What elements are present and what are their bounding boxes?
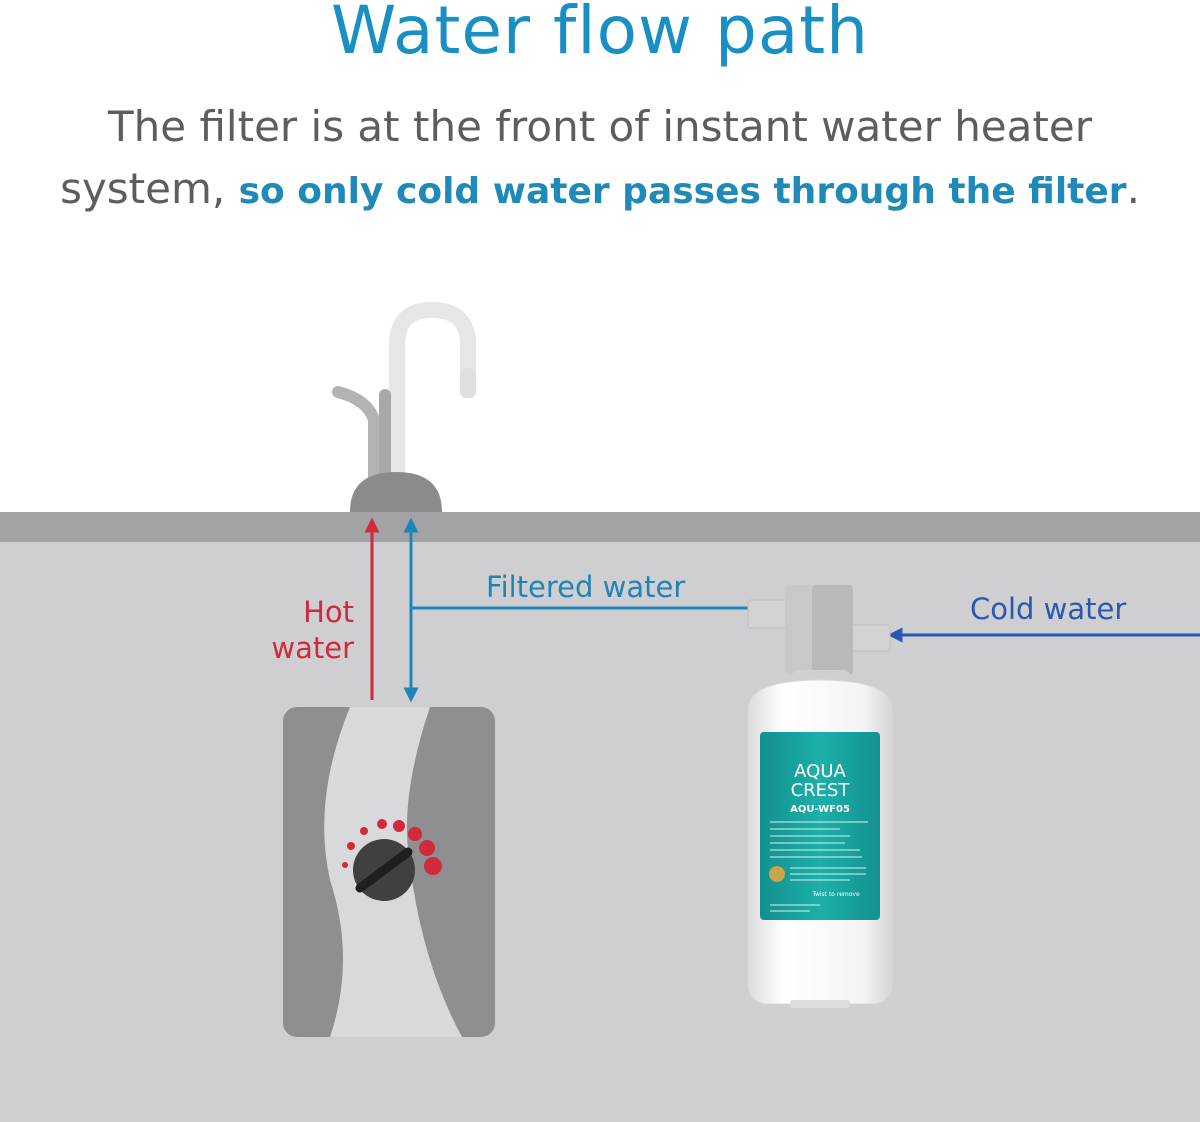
subtitle-highlight: so only cold water passes through the fi… [238, 171, 1127, 212]
cabinet-interior [0, 540, 1200, 1122]
filter-brand-line2: CREST [791, 780, 851, 801]
page-subtitle: The filter is at the front of instant wa… [60, 96, 1140, 223]
hot-water-label: Hot water [250, 594, 354, 666]
filter-twist-note: Twist to remove [811, 891, 860, 898]
filtered-water-label: Filtered water [486, 570, 686, 604]
water-heater [283, 707, 495, 1037]
hot-water-label-line2: water [271, 631, 354, 665]
filter-cartridge [747, 585, 893, 1008]
certification-seal-icon [769, 866, 785, 882]
filter-model: AQU-WF05 [790, 804, 850, 815]
temperature-dial-icon [342, 819, 442, 901]
subtitle-plain: The filter is at the front of instant wa… [60, 102, 1092, 213]
cold-water-label: Cold water [970, 592, 1127, 626]
faucet-icon [332, 301, 476, 512]
subtitle-end: . [1126, 164, 1140, 213]
filter-brand-line1: AQUA [794, 761, 846, 782]
page-title: Water flow path [330, 0, 870, 69]
countertop [0, 512, 1200, 542]
filter-spec-lines [770, 821, 868, 912]
hot-water-label-line1: Hot [303, 595, 354, 629]
